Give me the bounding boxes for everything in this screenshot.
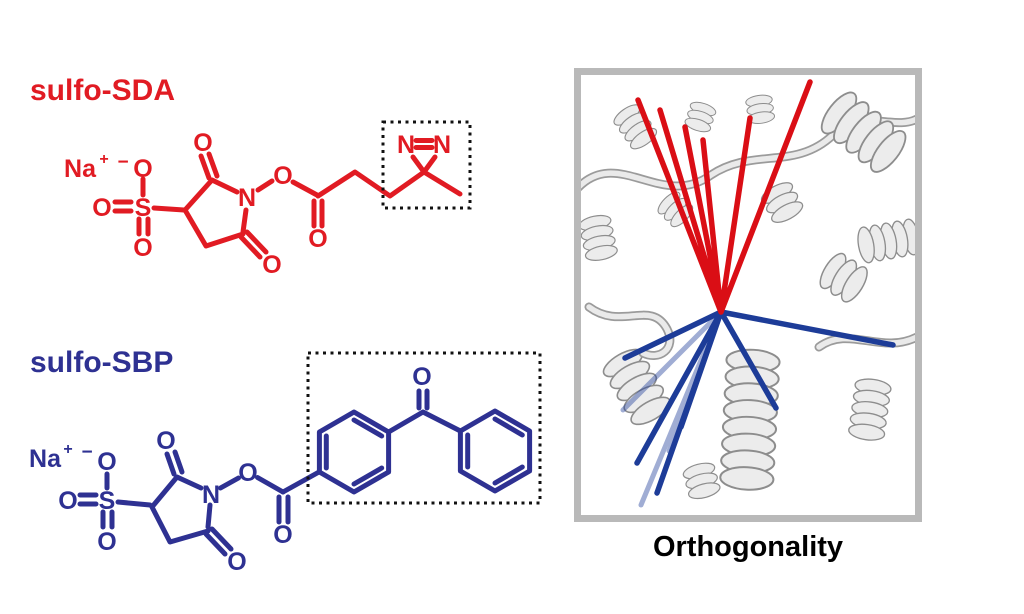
atom-label-o: O	[156, 427, 175, 455]
atom-label-o: O	[58, 487, 77, 515]
charge-minus: −	[81, 442, 92, 463]
atom-label-o: O	[273, 521, 292, 549]
helix	[847, 376, 893, 443]
bond	[218, 475, 241, 491]
atom-label-o: O	[97, 528, 116, 556]
bond	[151, 205, 187, 213]
bond	[413, 138, 435, 150]
sbp-crosslink-sticks	[622, 309, 896, 496]
helix	[718, 347, 782, 492]
helix	[682, 99, 718, 135]
bond	[77, 492, 99, 507]
bond	[136, 216, 151, 237]
atom-label-na: Na	[64, 155, 97, 183]
atom-label-o: O	[97, 448, 116, 476]
benzophenone-highlight-box	[306, 351, 542, 505]
atom-label-n: N	[238, 184, 256, 212]
bond	[115, 499, 153, 508]
atom-label-o: O	[133, 155, 152, 183]
charge-plus: +	[63, 441, 72, 458]
bond	[112, 199, 134, 214]
sda-bonds	[112, 138, 463, 260]
sulfo-sda-structure: Na + − O O S O O N O O O N N	[64, 120, 472, 279]
atom-label-o: O	[92, 194, 111, 222]
atom-label-n: N	[202, 481, 220, 509]
atom-label-s: S	[135, 194, 152, 222]
bond	[198, 151, 220, 181]
panel-caption: Orthogonality	[652, 531, 844, 563]
atom-label-o: O	[412, 363, 431, 391]
atom-label-n: N	[433, 131, 451, 159]
crosslink-stick-red	[635, 79, 813, 315]
loop-tube	[586, 304, 673, 359]
sbp-bonds	[77, 388, 533, 557]
helix	[610, 100, 661, 154]
helix	[681, 459, 723, 503]
protein-cartoon	[581, 79, 915, 508]
helix	[581, 212, 620, 264]
bond	[311, 198, 325, 229]
bond	[276, 494, 291, 525]
molecule-title-sulfo-sda: sulfo-SDA	[30, 74, 175, 107]
diazirine-highlight-box	[381, 120, 472, 210]
bond	[386, 409, 463, 435]
bond	[100, 509, 115, 530]
atom-label-na: Na	[29, 445, 62, 473]
bond	[203, 526, 234, 557]
charge-minus: −	[117, 152, 128, 173]
sda-crosslink-sticks	[635, 79, 813, 315]
atom-label-s: S	[99, 487, 116, 515]
sulfo-sbp-structure: Na + − O O S O O N O O O O	[29, 351, 542, 576]
protein-panel	[574, 68, 922, 522]
atom-label-o: O	[308, 225, 327, 253]
atom-label-o: O	[262, 251, 281, 279]
bond	[280, 469, 322, 495]
protein-loops-front	[584, 302, 915, 360]
bond	[238, 229, 269, 260]
atom-label-o: O	[238, 459, 257, 487]
charge-plus: +	[99, 151, 108, 168]
aromatic-inner-bonds	[465, 416, 525, 486]
atom-label-o: O	[227, 548, 246, 576]
phenyl-ring	[457, 408, 533, 494]
bond	[421, 169, 463, 197]
diazirine-ring	[410, 154, 438, 175]
succinimide-ring	[182, 177, 249, 249]
phenyl-ring	[316, 409, 392, 495]
bond	[290, 179, 320, 198]
helix	[854, 217, 915, 265]
alkyl-chain	[315, 169, 427, 199]
bond	[255, 475, 286, 495]
molecule-title-sulfo-sbp: sulfo-SBP	[30, 346, 174, 379]
sda-atom-labels: Na + − O O S O O N O O O N N	[64, 129, 451, 279]
atom-label-n: N	[397, 131, 415, 159]
succinimide-ring	[149, 474, 213, 545]
sbp-atom-labels: Na + − O O S O O N O O O O	[29, 363, 432, 576]
bond	[164, 449, 185, 477]
atom-label-o: O	[133, 234, 152, 262]
atom-label-o: O	[193, 129, 212, 157]
bond	[255, 178, 275, 193]
atom-label-o: O	[273, 162, 292, 190]
crosslink-stick-blue	[622, 309, 896, 496]
helix	[814, 86, 913, 179]
bond	[416, 388, 430, 411]
aromatic-inner-bonds	[323, 417, 385, 487]
